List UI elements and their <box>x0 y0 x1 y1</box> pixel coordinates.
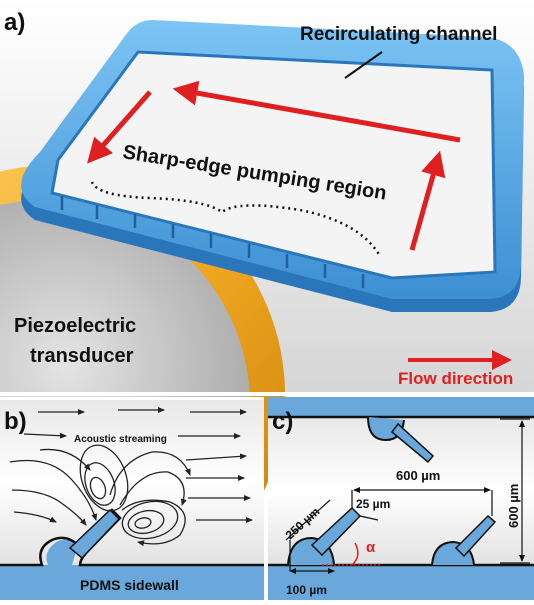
panel-c-bottom-right-sharp-edge <box>431 514 497 566</box>
dim-edge-width-label: 25 µm <box>356 497 390 511</box>
panel-a-label: a) <box>4 9 25 36</box>
pdms-sidewall-label: PDMS sidewall <box>80 577 179 593</box>
recirculating-channel <box>21 20 525 312</box>
panel-c-top-wall <box>268 397 534 417</box>
dim-spacing-label: 600 µm <box>396 468 440 483</box>
panel-b-wall-edge <box>0 508 264 567</box>
panel-c-dimensions <box>285 418 530 574</box>
acoustic-streaming-label: Acoustic streaming <box>74 434 167 445</box>
callout-line <box>344 51 383 79</box>
dim-base-label: 100 µm <box>286 583 327 597</box>
recirculating-channel-label: Recirculating channel <box>300 24 497 45</box>
panel-b-sharp-edge <box>68 508 121 560</box>
panel-c-bottom-left-sharp-edge <box>287 506 362 566</box>
channel-inner-floor <box>52 52 495 278</box>
flow-arrow-left <box>87 90 152 164</box>
channel-inner-rim <box>50 50 497 280</box>
angle-arc <box>351 542 359 566</box>
sharp-edge-notches <box>60 196 365 288</box>
panel-b-label: b) <box>4 408 27 435</box>
panel-b: b) Acoustic streaming PDMS sidewall <box>0 397 264 600</box>
panel-b-wall <box>0 539 264 600</box>
panel-c: c) 600 µm 600 µm 250 µm 25 µm 100 µm α <box>268 397 534 600</box>
transducer-label-line2: transducer <box>30 345 134 367</box>
panel-c-top-sharp-edge <box>367 416 435 464</box>
pumping-region-bracket <box>90 181 382 257</box>
flow-arrow-right <box>409 150 446 251</box>
dim-width-label: 600 µm <box>506 484 521 528</box>
panel-b-channel <box>0 400 264 565</box>
flow-arrow-top <box>172 80 461 143</box>
angle-alpha-label: α <box>366 539 376 556</box>
legend-flow-direction: Flow direction <box>398 369 513 388</box>
transducer-label-line1: Piezoelectric <box>14 315 136 337</box>
flow-arrows <box>87 80 461 251</box>
panel-c-label: c) <box>272 408 293 435</box>
panel-b-streamlines <box>9 407 253 547</box>
